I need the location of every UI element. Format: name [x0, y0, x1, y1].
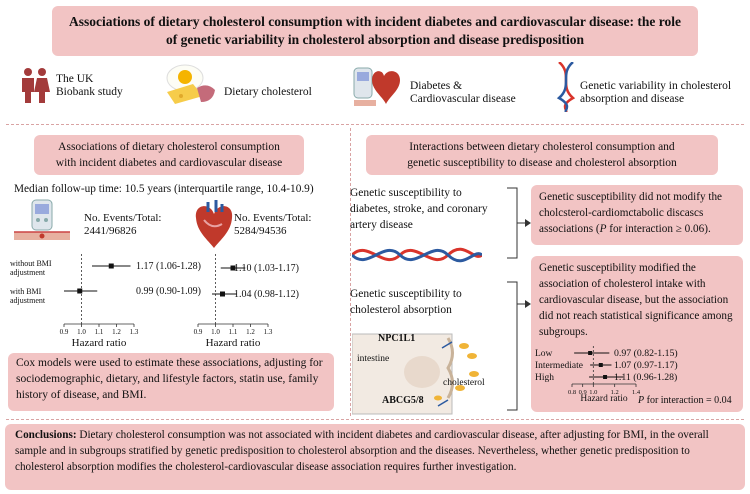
- x-tick-label: 1.0: [77, 328, 86, 336]
- intestine-cell-icon: [351, 328, 502, 416]
- x-tick-label: 1.2: [246, 328, 255, 336]
- x-axis-label: Hazard ratio: [72, 337, 127, 346]
- footer-divider: [6, 419, 744, 420]
- x-tick-label: 1.0: [589, 389, 597, 396]
- genetic-label: Genetic variability in cholesterol absor…: [580, 80, 732, 105]
- npc1l1-label: NPC1L1: [378, 333, 416, 344]
- gs-disease-text: Genetic susceptibility to diabetes, stro…: [350, 187, 488, 231]
- page-title: Associations of dietary cholesterol cons…: [52, 6, 698, 56]
- row-label: High: [535, 373, 554, 383]
- hr-estimate-label: 1.17 (1.06-1.28): [136, 261, 201, 272]
- x-tick-label: 1.4: [632, 389, 641, 396]
- point-estimate: [598, 363, 603, 367]
- row-label: Low: [535, 349, 553, 359]
- point-estimate: [603, 375, 608, 379]
- x-tick-label: 1.0: [211, 328, 220, 336]
- hr-estimate-label: 1.10 (1.03-1.17): [234, 263, 299, 274]
- conclusions-text: Dietary cholesterol consumption was not …: [15, 429, 709, 473]
- hr-estimate-label: 1.04 (0.98-1.12): [234, 289, 299, 300]
- egg-cheese-icon: [163, 62, 217, 108]
- hr-estimate-label: 0.99 (0.90-1.09): [136, 286, 201, 297]
- x-tick-label: 1.1: [95, 328, 104, 336]
- vertical-divider: [350, 128, 351, 416]
- gs-absorption-text: Genetic susceptibility to cholesterol ab…: [350, 288, 462, 316]
- finding-modification-text: Genetic susceptibility modified the asso…: [539, 262, 733, 338]
- row-label-with-bmi: with BMI adjustment: [10, 287, 46, 305]
- hr-estimate-label: 1.07 (0.97-1.17): [614, 360, 678, 371]
- point-estimate: [220, 291, 225, 297]
- intestine-label: intestine: [357, 354, 390, 364]
- x-tick-label: 1.3: [264, 328, 273, 336]
- finding-modification-box: Genetic susceptibility modified the asso…: [531, 256, 743, 412]
- conclusions-box: Conclusions: Dietary cholesterol consump…: [5, 424, 745, 490]
- cvd-events: No. Events/Total: 5284/94536: [234, 212, 312, 237]
- glucometer-icon: [12, 198, 72, 244]
- biobank-label: The UK Biobank study: [56, 73, 123, 98]
- x-tick-label: 0.9: [60, 328, 69, 336]
- row-label: Intermediate: [535, 361, 583, 371]
- conclusions-label: Conclusions:: [15, 429, 77, 441]
- header-divider: [6, 124, 744, 125]
- cholesterol-label: cholesterol: [443, 378, 485, 388]
- dietary-label: Dietary cholesterol: [224, 86, 312, 98]
- dna-icon: [556, 61, 576, 113]
- diabetes-events: No. Events/Total: 2441/96826: [84, 212, 162, 237]
- right-section-title: Interactions between dietary cholesterol…: [366, 135, 718, 175]
- point-estimate: [588, 351, 593, 355]
- x-tick-label: 1.1: [229, 328, 238, 336]
- x-axis-label: Hazard ratio: [580, 394, 627, 404]
- people-icon: [18, 66, 52, 104]
- hr-estimate-label: 0.97 (0.82-1.15): [614, 348, 678, 359]
- x-tick-label: 0.9: [194, 328, 203, 336]
- dna-strand-icon: [350, 242, 483, 268]
- row-label-without-bmi: without BMI adjustment: [10, 259, 52, 277]
- x-tick-label: 0.8: [568, 389, 576, 396]
- finding-no-modification: Genetic susceptibility did not modify th…: [531, 185, 743, 245]
- x-axis-label: Hazard ratio: [206, 337, 261, 346]
- point-estimate: [77, 288, 83, 294]
- point-estimate: [108, 263, 114, 269]
- hr-estimate-label: 1.11 (0.96-1.28): [614, 372, 677, 383]
- abcg58-label: ABCG5/8: [382, 395, 424, 406]
- p-interaction-label: P for interaction = 0.04: [638, 395, 732, 406]
- left-section-title: Associations of dietary cholesterol cons…: [34, 135, 304, 175]
- x-tick-label: 0.9: [579, 389, 587, 396]
- heart-icon: [194, 200, 234, 250]
- glucometer-heart-icon: [352, 66, 404, 108]
- followup-text: Median follow-up time: 10.5 years (inter…: [14, 183, 314, 195]
- x-tick-label: 1.2: [112, 328, 121, 336]
- cox-models-box: Cox models were used to estimate these a…: [8, 353, 334, 411]
- x-tick-label: 1.3: [130, 328, 139, 336]
- x-tick-label: 1.2: [611, 389, 619, 396]
- diabetes-label: Diabetes & Cardiovascular disease: [410, 80, 516, 105]
- point-estimate: [230, 265, 236, 271]
- bracket-lines: [507, 187, 531, 411]
